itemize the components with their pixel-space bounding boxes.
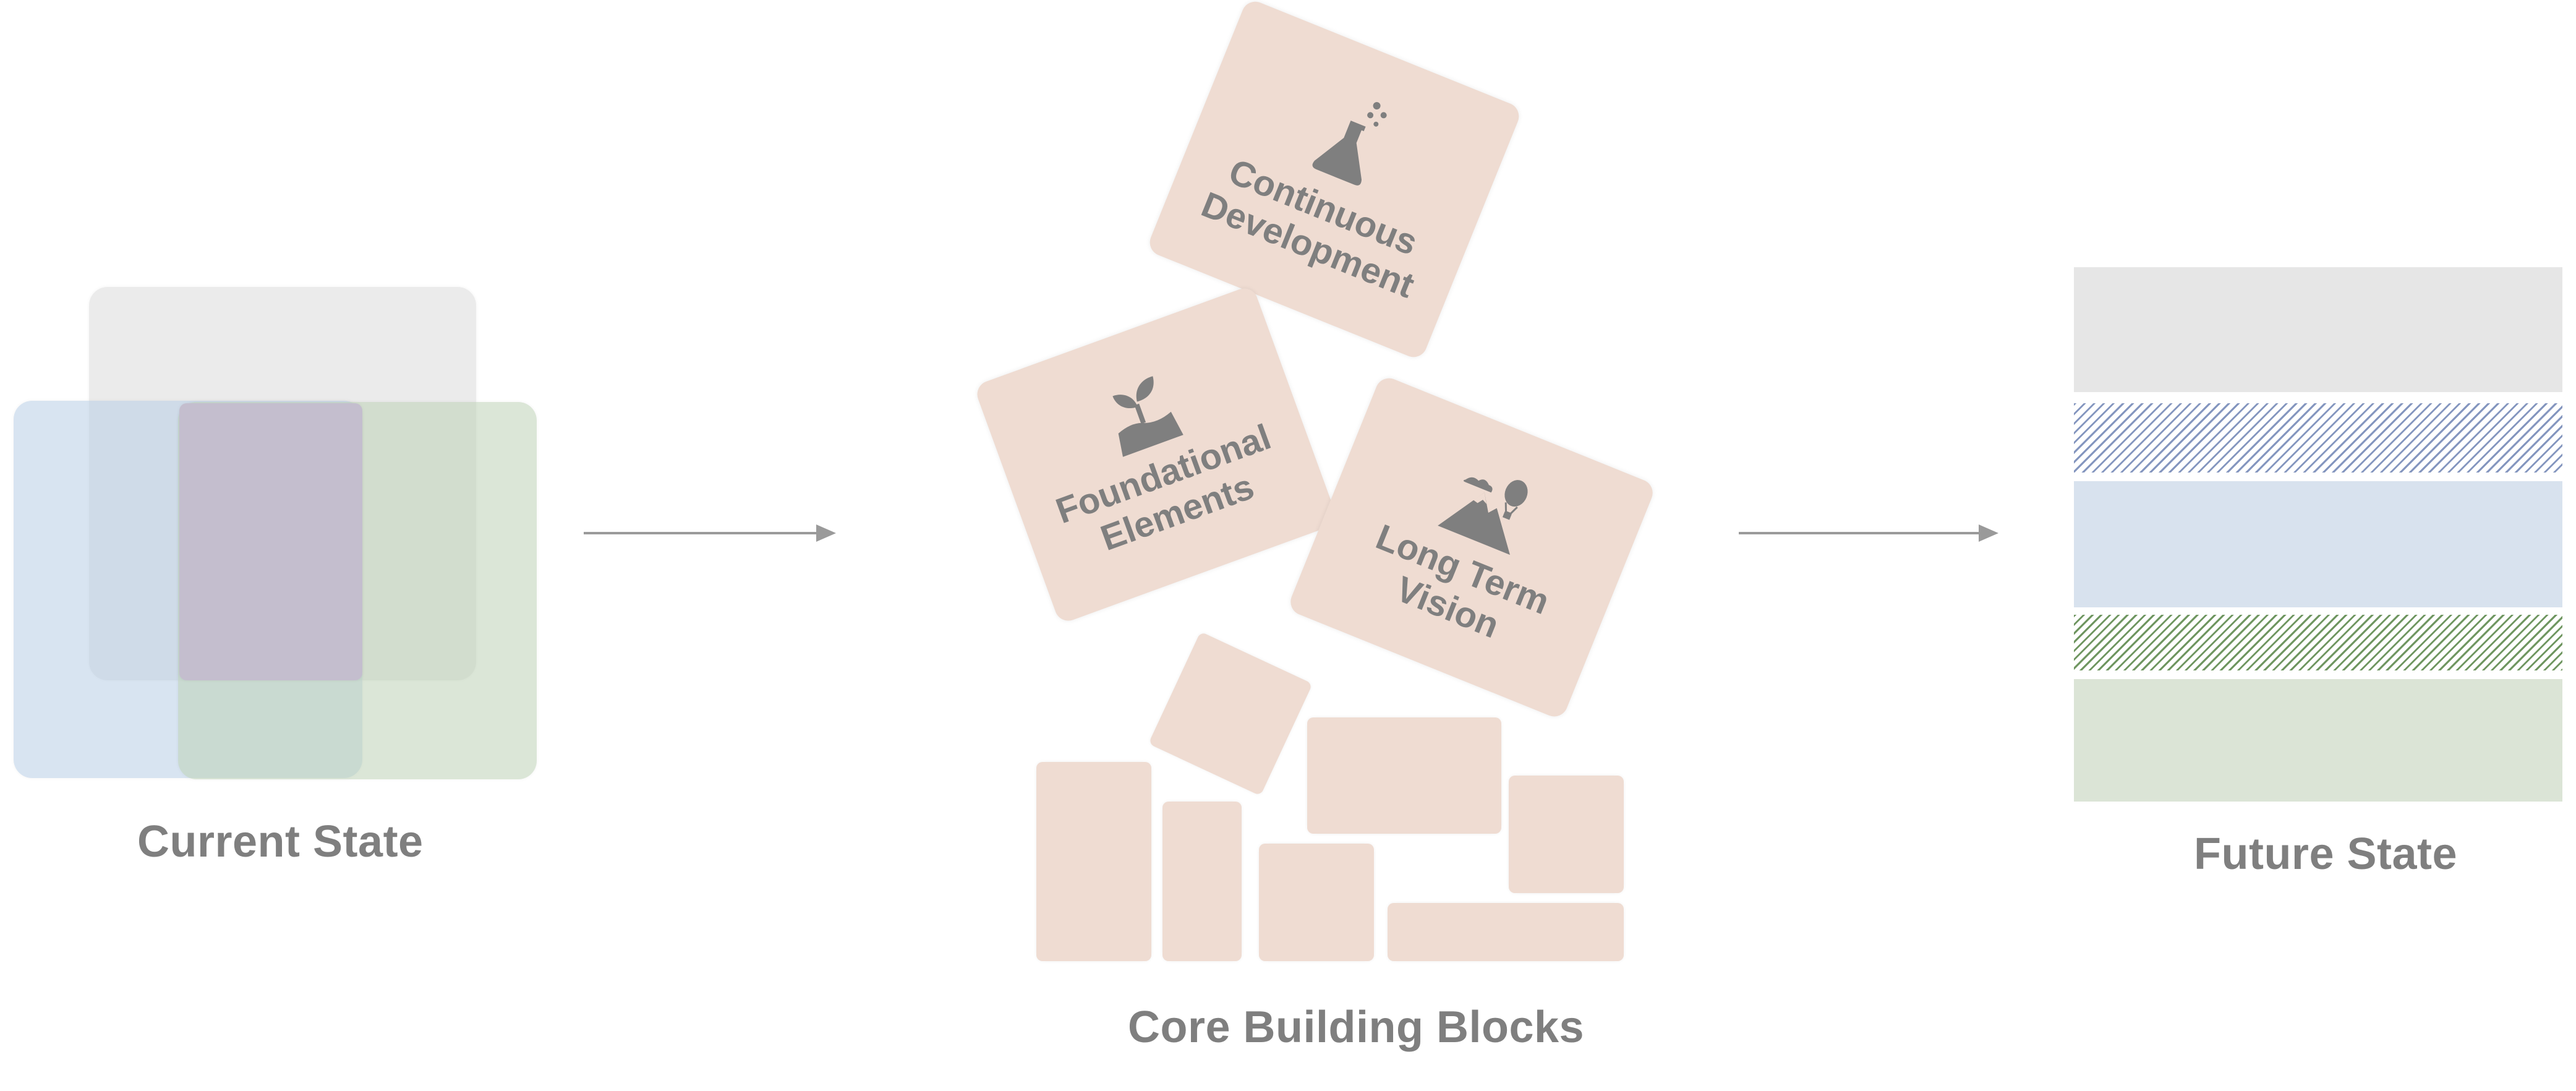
future-layer-blue (2074, 481, 2562, 607)
future-layer-green (2074, 679, 2562, 802)
future-layer-grey (2074, 267, 2562, 392)
future-layer-hatched-green (2074, 615, 2562, 670)
foundational-elements-card: Foundational Elements (973, 285, 1339, 625)
building-block (1259, 844, 1374, 961)
core-building-blocks-label: Core Building Blocks (1128, 1003, 1585, 1052)
arrow-line (1739, 532, 1981, 534)
continuous-development-card: Continuous Development (1146, 0, 1523, 361)
seedling-icon (1112, 376, 1184, 457)
future-layer-hatched-blue (2074, 403, 2562, 473)
building-block (1307, 717, 1501, 834)
flask-icon (1312, 102, 1387, 186)
arrow-line (584, 532, 819, 534)
current-state-label: Current State (137, 817, 424, 866)
building-block (1036, 762, 1151, 961)
building-block (1148, 631, 1313, 796)
arrow-head (816, 524, 836, 542)
future-state-label: Future State (2194, 829, 2458, 879)
mountain-balloon-icon (1438, 477, 1528, 555)
arrow-head (1979, 524, 1998, 542)
building-block (1388, 903, 1624, 961)
building-block (1509, 776, 1624, 893)
long-term-vision-card: Long Term Vision (1286, 374, 1657, 721)
venn-overlap-rect (179, 403, 362, 680)
building-block (1162, 802, 1242, 961)
